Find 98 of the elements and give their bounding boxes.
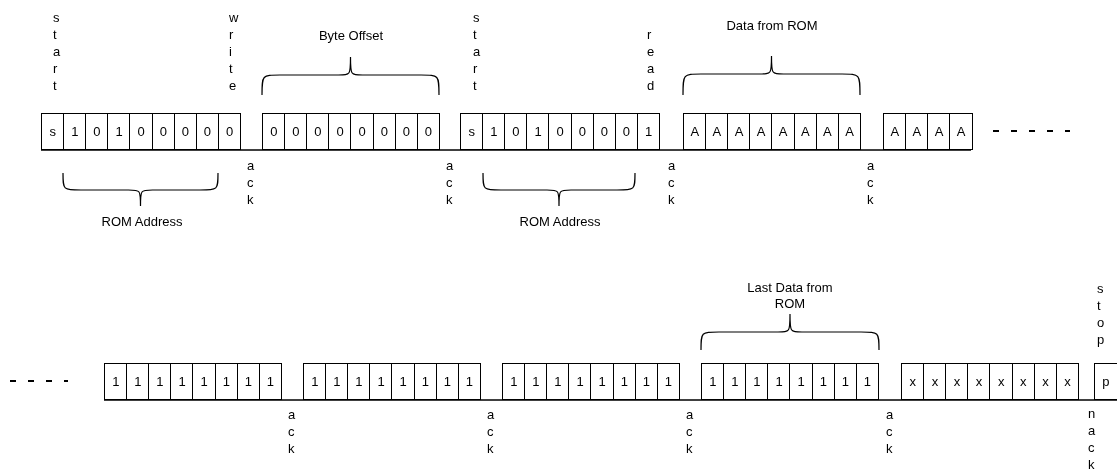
bit-cell: 1 (214, 363, 239, 400)
bit-cell: 0 (151, 113, 176, 150)
bit-cell: 1 (568, 363, 592, 400)
bit-cell: 0 (416, 113, 441, 150)
bit-cell: 1 (126, 363, 150, 400)
bit-cell: 0 (592, 113, 617, 150)
bit-cell: 1 (745, 363, 769, 400)
bit-cell: 1 (612, 363, 637, 400)
bit-cell: 1 (482, 113, 506, 150)
bit-cell: 0 (614, 113, 639, 150)
ack-label: ack (668, 157, 681, 208)
bit-cell: A (949, 113, 973, 150)
bit-cell: 1 (524, 363, 548, 400)
field-label: ROM Address (100, 214, 184, 230)
bit-cell: 0 (284, 113, 308, 150)
ack-label: ack (867, 157, 880, 208)
bit-cell: 0 (504, 113, 528, 150)
bit-cell: 1 (192, 363, 216, 400)
bit-cell: 1 (347, 363, 371, 400)
bit-cell: A (749, 113, 773, 150)
bit-cell: A (883, 113, 907, 150)
bit-cell: A (927, 113, 951, 150)
bit-cell: 1 (656, 363, 681, 400)
bit-cell: A (837, 113, 862, 150)
bit-cell: 1 (502, 363, 526, 400)
ack-label: ack (487, 406, 500, 457)
bit-cell: s (460, 113, 484, 150)
ack-label: ack (247, 157, 260, 208)
ack-label: ack (886, 406, 899, 457)
signal-label: write (229, 9, 242, 94)
bit-cell: 1 (590, 363, 614, 400)
bit-cell: x (1011, 363, 1036, 400)
bit-cell: x (1033, 363, 1058, 400)
bit-cell: 1 (767, 363, 791, 400)
bit-cell: 1 (63, 113, 87, 150)
bit-cell: 1 (526, 113, 550, 150)
bit-cell: 0 (217, 113, 242, 150)
bit-cell: A (905, 113, 929, 150)
bit-cell: A (793, 113, 818, 150)
signal-label: read (647, 26, 660, 94)
bit-cell: A (705, 113, 729, 150)
bit-cell: 1 (789, 363, 813, 400)
bit-cell: 1 (258, 363, 283, 400)
bit-cell: 0 (328, 113, 352, 150)
bit-cell: A (683, 113, 707, 150)
bit-cell: 1 (636, 113, 661, 150)
bit-cell: 1 (303, 363, 327, 400)
bit-cell: 1 (170, 363, 194, 400)
bit-cell: 0 (394, 113, 419, 150)
signal-label: start (53, 9, 66, 94)
bit-cell: 1 (811, 363, 836, 400)
bit-cell: x (923, 363, 947, 400)
bit-cell: 1 (148, 363, 172, 400)
bit-cell: 1 (391, 363, 415, 400)
bit-cell: A (771, 113, 795, 150)
field-label: Data from ROM (725, 18, 819, 34)
bit-cell: 1 (855, 363, 880, 400)
bit-cell: 1 (104, 363, 128, 400)
field-label: Byte Offset (317, 28, 385, 44)
bit-cell: 0 (129, 113, 153, 150)
bit-cell: p (1094, 363, 1117, 400)
bit-cell: 0 (173, 113, 198, 150)
bit-cell: 1 (435, 363, 460, 400)
bit-cell: 1 (236, 363, 261, 400)
bit-cell: x (967, 363, 991, 400)
bit-cell: 1 (833, 363, 858, 400)
bit-cell: 0 (372, 113, 397, 150)
bit-cell: x (989, 363, 1013, 400)
bit-cell: s (41, 113, 65, 150)
bit-cell: x (901, 363, 925, 400)
signal-label: stop (1097, 280, 1110, 348)
field-label: ROM Address (518, 214, 602, 230)
bit-cell: 1 (107, 113, 131, 150)
bit-cell: 0 (85, 113, 109, 150)
bit-cell: x (1055, 363, 1080, 400)
bit-cell: 1 (546, 363, 570, 400)
bit-cell: 1 (413, 363, 438, 400)
bit-cell: 0 (262, 113, 286, 150)
ack-label: ack (446, 157, 459, 208)
bit-cell: 0 (570, 113, 595, 150)
signal-label: start (473, 9, 486, 94)
bit-cell: 1 (723, 363, 747, 400)
ack-label: ack (288, 406, 301, 457)
bit-cell: x (945, 363, 969, 400)
ack-label: ack (686, 406, 699, 457)
bit-cell: 0 (195, 113, 220, 150)
ack-label: nack (1088, 405, 1101, 473)
bit-cell: 1 (457, 363, 482, 400)
bit-cell: 1 (325, 363, 349, 400)
bit-cell: A (815, 113, 840, 150)
bit-cell: 0 (548, 113, 572, 150)
field-label: Last Data from ROM (746, 280, 834, 312)
bit-cell: 1 (701, 363, 725, 400)
bit-cell: 1 (634, 363, 659, 400)
bit-cell: 0 (306, 113, 330, 150)
bit-cell: 0 (350, 113, 374, 150)
bit-cell: 1 (369, 363, 393, 400)
bit-cell: A (727, 113, 751, 150)
